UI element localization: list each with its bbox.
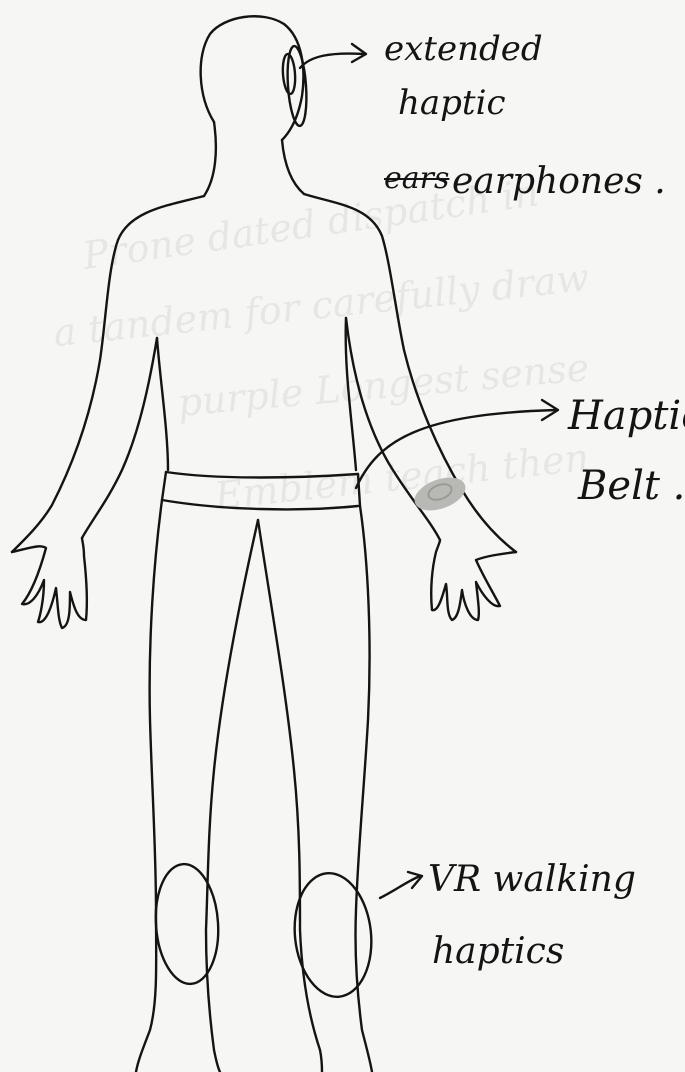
- belt-line-1: Haptic: [568, 396, 685, 436]
- left-leg-inner: [206, 520, 258, 1072]
- walking-line-1: VR walking: [428, 862, 636, 898]
- earphones-line-2: haptic: [398, 86, 506, 120]
- left-leg-outer: [136, 500, 162, 1072]
- left-arm-inner: [82, 338, 157, 538]
- torso-left-side: [157, 338, 168, 470]
- waist-belt-left-edge: [162, 472, 166, 500]
- earphones-line-3: earphones .: [452, 164, 666, 200]
- left-calf-haptic-oval: [152, 862, 222, 986]
- neck-right: [282, 140, 304, 194]
- left-hand: [12, 538, 87, 628]
- right-leg-inner: [258, 520, 322, 1072]
- earphones-struck-word: ears: [384, 164, 449, 194]
- earphones-line-1: extended: [384, 32, 543, 66]
- right-hand: [431, 540, 516, 620]
- right-calf-haptic-oval: [289, 869, 378, 1000]
- neck-left: [204, 122, 216, 196]
- bleed-line-3: purple Longest sense: [176, 345, 591, 425]
- belt-line-2: Belt .: [578, 466, 685, 506]
- walking-line-2: haptics: [432, 934, 564, 970]
